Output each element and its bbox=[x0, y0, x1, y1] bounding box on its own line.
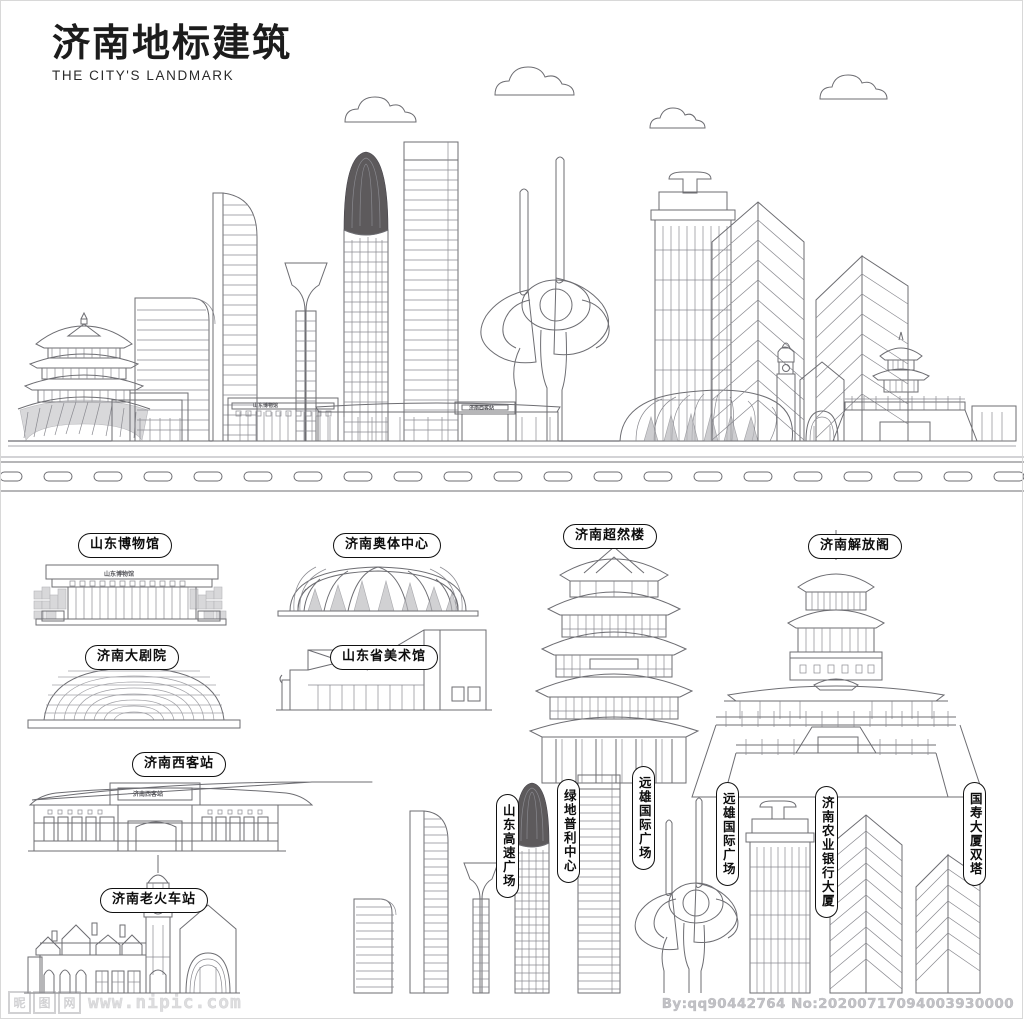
label-greenland-puli-center[interactable]: 绿地普利中心 bbox=[557, 779, 580, 883]
skyline-pagoda-left bbox=[17, 311, 151, 441]
skyline-museum-sign: 山东博物馆 bbox=[253, 402, 278, 409]
label-yuanxiong-intl-plaza-2[interactable]: 远雄国际广场 bbox=[716, 782, 739, 886]
skyline-panel: 山东博物馆 bbox=[0, 0, 1024, 472]
watermark-left: 昵 图 网 www.nipic.com bbox=[8, 991, 242, 1014]
label-jinan-olympic-center[interactable]: 济南奥体中心 bbox=[333, 533, 442, 558]
skyline-lowblock-a bbox=[111, 392, 189, 442]
skyline-chevron-tower-a bbox=[711, 201, 805, 442]
cloud-icon-group bbox=[344, 66, 888, 129]
catalog-expressway-tower bbox=[409, 810, 449, 994]
road-illustration bbox=[0, 456, 1024, 492]
skyline-abc-tower bbox=[650, 171, 736, 442]
page-subtitle: THE CITY'S LANDMARK bbox=[52, 67, 235, 83]
catalog-guoshou-tower-a bbox=[829, 814, 903, 994]
catalog-old-station bbox=[24, 855, 240, 994]
label-jinan-west-station[interactable]: 济南西客站 bbox=[132, 752, 227, 777]
watermark-url: www.nipic.com bbox=[88, 992, 242, 1013]
catalog-art-museum bbox=[276, 629, 492, 711]
watermark-credit: By:qq90442764 No:20200717094003930000 bbox=[661, 996, 1014, 1012]
skyline-pagoda-right bbox=[832, 331, 978, 442]
label-shandong-expressway-plaza[interactable]: 山东高速广场 bbox=[496, 794, 519, 898]
catalog-spring-sculpture bbox=[634, 797, 739, 993]
label-yuanxiong-intl-plaza-1[interactable]: 远雄国际广场 bbox=[632, 766, 655, 870]
catalog-west-station: 济南西客站 bbox=[28, 781, 373, 852]
skyline-illustration: 山东博物馆 bbox=[8, 66, 1017, 447]
skyline-right-edge-block bbox=[971, 405, 1017, 442]
label-jinan-jiefang-pavilion[interactable]: 济南解放阁 bbox=[808, 534, 903, 559]
skyline-greenland-puli bbox=[343, 151, 389, 442]
catalog-jiefang-pavilion bbox=[691, 530, 985, 798]
skyline-station-sign: 济南西客站 bbox=[469, 405, 494, 412]
landmark-catalog-panel: 山东博物馆 bbox=[0, 505, 1024, 1020]
catalog-abc-tower bbox=[745, 800, 815, 994]
skyline-tower-curved-tall bbox=[212, 192, 258, 442]
label-jinan-old-station[interactable]: 济南老火车站 bbox=[100, 888, 209, 913]
catalog-greenland-puli bbox=[514, 782, 550, 994]
label-shandong-art-museum[interactable]: 山东省美术馆 bbox=[330, 645, 439, 670]
skyline-curved-slab bbox=[134, 297, 216, 442]
watermark-char-1: 昵 bbox=[8, 991, 31, 1014]
label-jinan-abc-tower[interactable]: 济南农业银行大厦 bbox=[815, 786, 838, 918]
lane-dashes bbox=[0, 471, 1024, 482]
label-guoshou-twin-towers[interactable]: 国寿大厦双塔 bbox=[963, 782, 986, 886]
label-jinan-grand-theatre[interactable]: 济南大剧院 bbox=[85, 645, 180, 670]
skyline-old-station bbox=[776, 342, 845, 442]
catalog-grand-theatre bbox=[27, 667, 241, 729]
skyline-museum: 山东博物馆 bbox=[227, 397, 339, 442]
page-header: 济南地标建筑 THE CITY'S LANDMARK bbox=[52, 21, 293, 83]
road-divider bbox=[0, 455, 1024, 503]
skyline-striped-tower bbox=[403, 141, 459, 442]
svg-text:济南西客站: 济南西客站 bbox=[133, 790, 163, 798]
watermark-char-3: 网 bbox=[58, 991, 81, 1014]
skyline-west-station: 济南西客站 bbox=[315, 401, 561, 442]
watermark-logo: 昵 图 网 bbox=[8, 991, 81, 1014]
label-jinan-chaoran-tower[interactable]: 济南超然楼 bbox=[563, 524, 658, 549]
svg-text:山东博物馆: 山东博物馆 bbox=[104, 570, 134, 578]
catalog-olympic-center bbox=[277, 566, 479, 617]
skyline-spring-sculpture bbox=[480, 156, 610, 441]
catalog-waisted-tower bbox=[463, 862, 499, 994]
catalog-shandong-museum: 山东博物馆 bbox=[33, 564, 227, 626]
catalog-tower-curved-small bbox=[353, 898, 397, 994]
catalog-illustrations: 山东博物馆 bbox=[24, 528, 985, 994]
catalog-striped-tower bbox=[577, 774, 621, 994]
label-shandong-museum[interactable]: 山东博物馆 bbox=[78, 533, 173, 558]
watermark-char-2: 图 bbox=[33, 991, 56, 1014]
catalog-chaoran-tower bbox=[528, 528, 700, 784]
page-title: 济南地标建筑 bbox=[52, 21, 293, 65]
skyline-olympic-center bbox=[619, 389, 794, 442]
skyline-chevron-tower-b bbox=[815, 254, 909, 442]
